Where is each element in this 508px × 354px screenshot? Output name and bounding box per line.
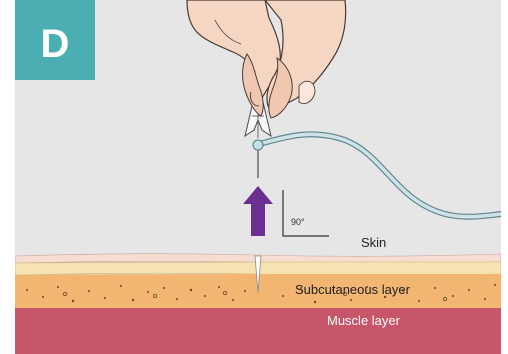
label-skin: Skin — [361, 235, 386, 250]
diagram-canvas: 90° Skin Subcutaneous layer Muscle layer… — [15, 0, 501, 354]
panel-letter: D — [41, 22, 70, 66]
injection-diagram: 90° Skin Subcutaneous layer Muscle layer… — [15, 0, 501, 354]
label-subcutaneous: Subcutaneous layer — [295, 282, 411, 297]
angle-label: 90° — [291, 217, 305, 227]
muscle-tissue — [15, 308, 501, 354]
label-muscle: Muscle layer — [327, 313, 401, 328]
